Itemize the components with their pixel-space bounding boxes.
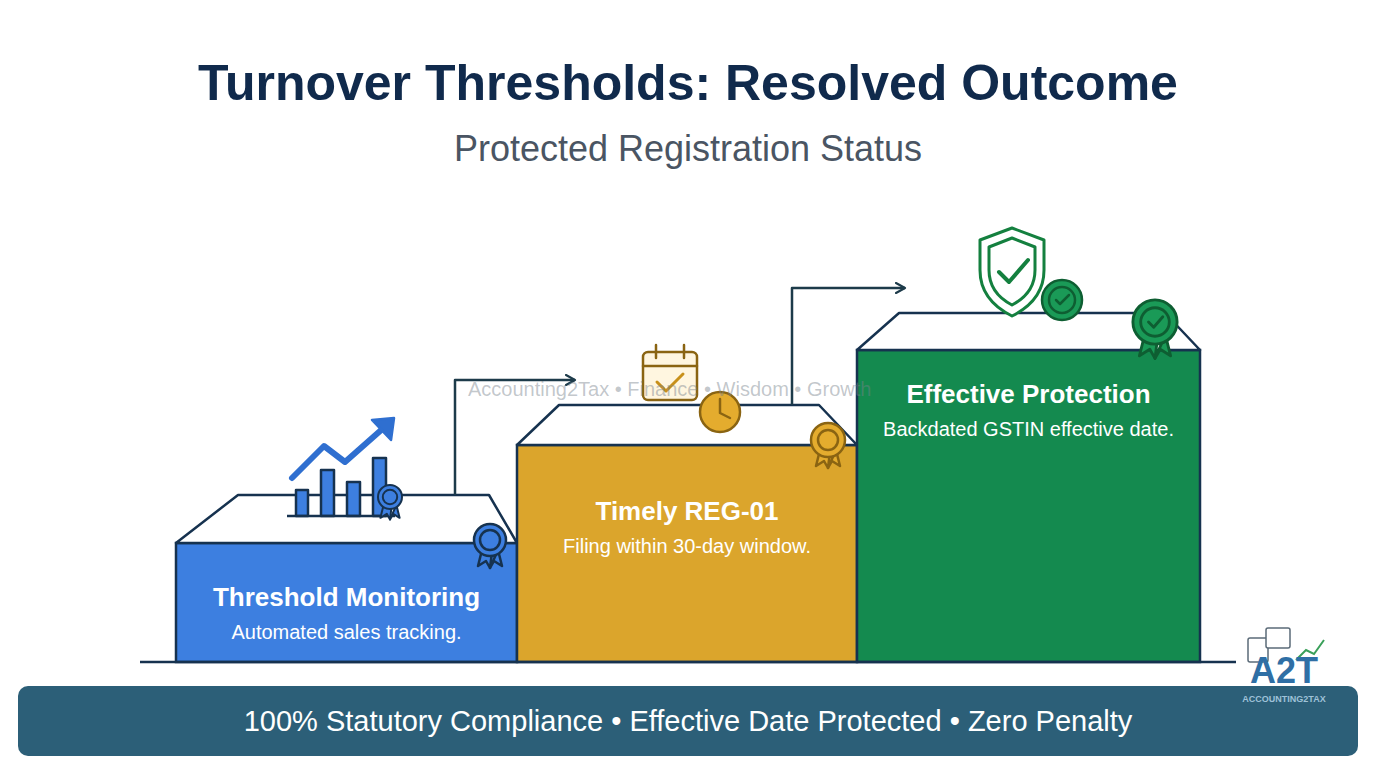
award-badge	[378, 485, 402, 519]
block-top-face	[517, 405, 857, 445]
step-description: Automated sales tracking.	[176, 619, 517, 646]
logo-icon	[1248, 628, 1324, 662]
award-badge	[811, 423, 845, 468]
block-top-face	[857, 313, 1200, 350]
block-front-face	[176, 543, 517, 662]
summary-band: 100% Statutory Compliance • Effective Da…	[18, 686, 1358, 756]
step-heading: Timely REG-01	[517, 495, 857, 527]
block-top-face	[176, 495, 517, 543]
watermark: Accounting2Tax • Finance • Wisdom • Grow…	[468, 378, 871, 401]
step-box: Effective ProtectionBackdated GSTIN effe…	[857, 313, 1200, 662]
step-block-outline	[857, 313, 1200, 662]
step-heading: Effective Protection	[857, 378, 1200, 410]
award-badge	[474, 524, 506, 568]
flow-arrow	[792, 288, 905, 405]
award-badge	[1133, 300, 1177, 359]
block-front-face	[857, 350, 1200, 662]
band-text: 100% Statutory Compliance • Effective Da…	[244, 705, 1133, 738]
growth-chart-icon	[287, 418, 395, 516]
subtitle: Protected Registration Status	[0, 128, 1376, 170]
diagram-title: Turnover Thresholds: Resolved Outcome	[0, 54, 1376, 112]
step-description: Backdated GSTIN effective date.	[857, 416, 1200, 443]
step-box: Timely REG-01Filing within 30-day window…	[517, 405, 857, 662]
flow-arrow	[455, 380, 575, 495]
shield-icon	[980, 228, 1044, 316]
award-badge	[1042, 280, 1082, 320]
ground-line	[140, 661, 1236, 664]
step-box: Threshold MonitoringAutomated sales trac…	[176, 495, 517, 662]
block-front-face	[517, 445, 857, 662]
step-block-outline	[517, 405, 857, 662]
step-heading: Threshold Monitoring	[176, 581, 517, 613]
calendar-clock-icon	[643, 345, 740, 432]
step-description: Filing within 30-day window.	[517, 533, 857, 560]
